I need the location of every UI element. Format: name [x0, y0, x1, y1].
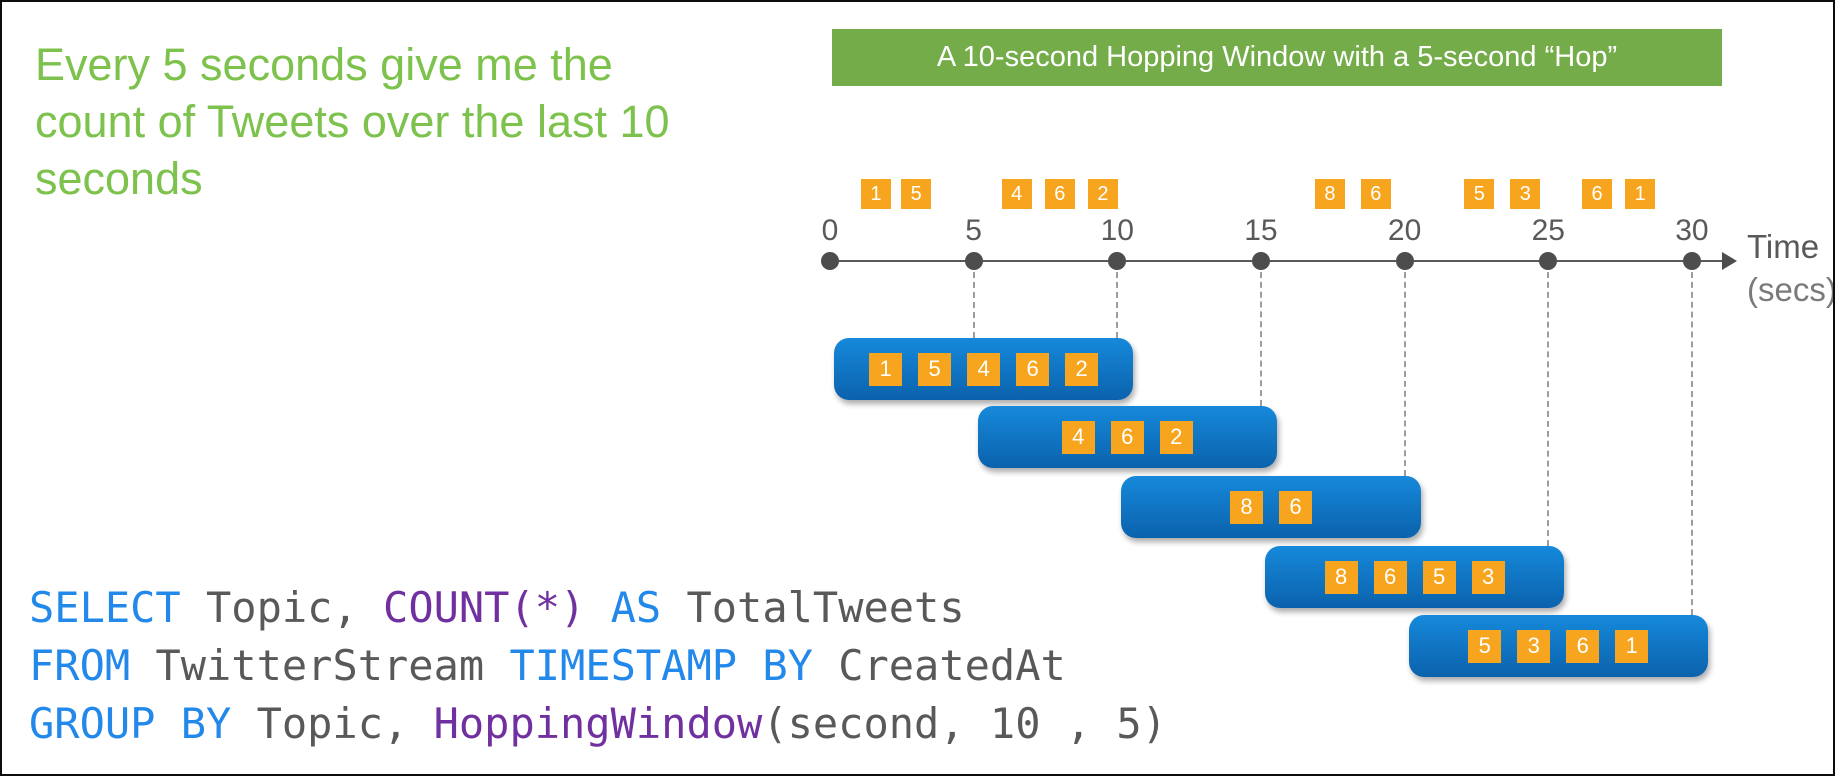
event-box-5: 8 [1314, 179, 1345, 209]
event-box-6: 6 [1360, 179, 1391, 209]
time-axis-label: Time [1747, 228, 1820, 265]
sql-token: TIMESTAMP BY [509, 641, 839, 690]
sql-token: SELECT [29, 583, 207, 632]
axis-dot-15 [1251, 252, 1270, 270]
window-event-box: 3 [1517, 629, 1551, 663]
event-box-4: 2 [1087, 179, 1118, 209]
dashed-gridline-20 [1403, 272, 1406, 476]
tick-label-25: 25 [1531, 214, 1565, 247]
time-axis-line [826, 260, 1724, 262]
time-axis-units-label: (secs) [1747, 271, 1835, 308]
headline-line-1: Every 5 seconds give me the [35, 39, 613, 90]
event-box-0: 1 [860, 179, 891, 209]
headline-line-3: seconds [35, 153, 203, 204]
sql-token: Topic, [206, 583, 384, 632]
window-event-box: 5 [1422, 560, 1456, 594]
sql-token: Topic, [256, 699, 434, 748]
window-event-box: 5 [1468, 629, 1502, 663]
axis-dot-25 [1539, 252, 1558, 270]
window-event-box: 4 [967, 352, 1001, 386]
tick-label-10: 10 [1100, 214, 1134, 247]
time-axis-arrow-icon [1722, 252, 1737, 270]
window-event-box: 8 [1324, 560, 1358, 594]
event-box-10: 1 [1625, 179, 1656, 209]
window-event-box: 2 [1159, 420, 1193, 454]
window-event-box: 6 [1016, 352, 1050, 386]
headline: Every 5 seconds give me the count of Twe… [35, 36, 670, 207]
sql-token: CreatedAt [838, 641, 1066, 690]
window-event-box: 5 [918, 352, 952, 386]
banner-title: A 10-second Hopping Window with a 5-seco… [832, 29, 1722, 86]
sql-token: TwitterStream [155, 641, 510, 690]
axis-dot-20 [1395, 252, 1414, 270]
dashed-gridline-15 [1259, 272, 1262, 406]
dashed-gridline-25 [1547, 272, 1550, 546]
window-event-box: 1 [1615, 629, 1649, 663]
sql-token: FROM [29, 641, 156, 690]
dashed-gridline-10 [1116, 272, 1119, 338]
event-box-1: 5 [901, 179, 932, 209]
tick-label-30: 30 [1675, 214, 1709, 247]
window-event-box: 1 [869, 352, 903, 386]
sql-code-line-2: FROM TwitterStream TIMESTAMP BY CreatedA… [29, 637, 1167, 695]
dashed-gridline-30 [1690, 272, 1693, 615]
window-event-box: 6 [1110, 420, 1144, 454]
sql-token: HoppingWindow [433, 699, 763, 748]
headline-line-2: count of Tweets over the last 10 [35, 96, 670, 147]
window-event-box: 6 [1278, 490, 1312, 524]
tick-label-0: 0 [821, 214, 839, 247]
window-event-box: 2 [1065, 352, 1099, 386]
window-event-box: 4 [1061, 420, 1095, 454]
axis-dot-30 [1682, 252, 1701, 270]
sql-token: TotalTweets [686, 583, 965, 632]
sql-token: COUNT(*) [383, 583, 586, 632]
tick-label-20: 20 [1387, 214, 1422, 247]
sql-code-line-3: GROUP BY Topic, HoppingWindow(second, 10… [29, 695, 1167, 753]
event-box-2: 4 [1001, 179, 1032, 209]
tick-label-5: 5 [965, 214, 982, 247]
event-box-7: 5 [1464, 179, 1495, 209]
event-box-8: 3 [1510, 179, 1541, 209]
axis-dot-5 [964, 252, 983, 270]
window-event-box: 3 [1471, 560, 1505, 594]
sql-code-line-1: SELECT Topic, COUNT(*) AS TotalTweets [29, 579, 1167, 637]
window-event-box: 8 [1229, 490, 1263, 524]
window-event-box: 6 [1373, 560, 1407, 594]
window-event-box: 6 [1566, 629, 1600, 663]
axis-dot-0 [821, 252, 839, 270]
tick-label-15: 15 [1244, 214, 1278, 247]
sql-token: AS [585, 583, 687, 632]
event-box-9: 6 [1582, 179, 1613, 209]
dashed-gridline-5 [972, 272, 975, 338]
sql-token: GROUP BY [29, 699, 257, 748]
axis-dot-10 [1108, 252, 1127, 270]
event-box-3: 6 [1044, 179, 1075, 209]
sql-token: (second, 10 , 5) [762, 699, 1167, 748]
